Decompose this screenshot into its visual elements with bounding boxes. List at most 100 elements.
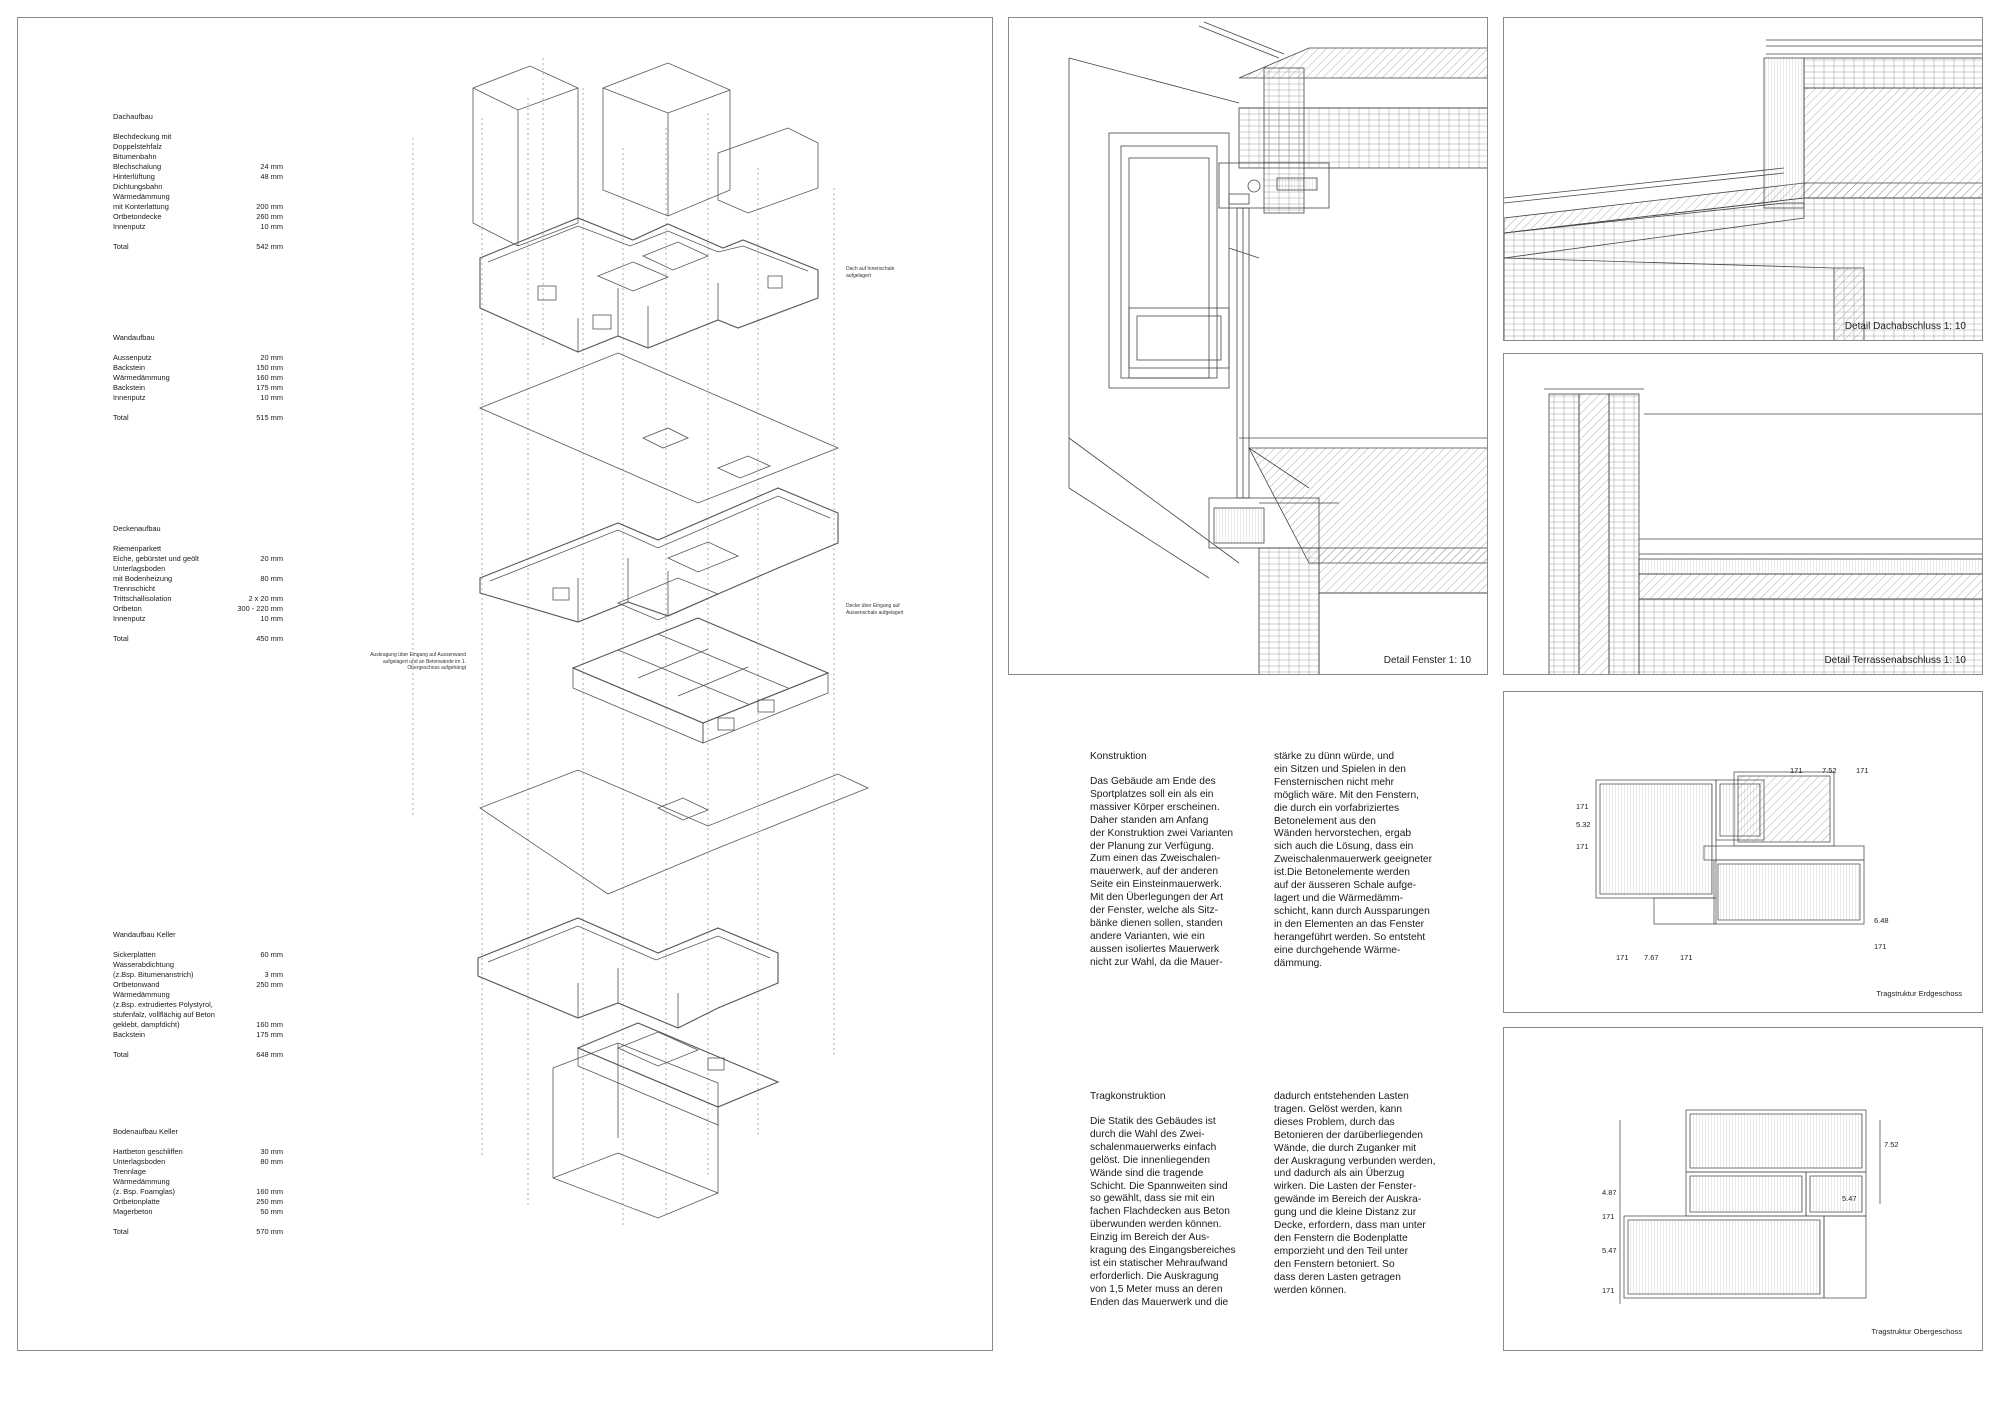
layer-row-label: (z. Bsp. Foamglas) bbox=[113, 1187, 176, 1196]
text-line: Enden das Mauerwerk und die bbox=[1090, 1296, 1229, 1308]
layer-row-label: Trennlage bbox=[113, 1167, 147, 1176]
layer-row-label: Dichtungsbahn bbox=[113, 182, 163, 191]
dim-label: 7.52 bbox=[1822, 766, 1837, 775]
tragkonstruktion-title: Tragkonstruktion bbox=[1090, 1091, 1166, 1102]
text-line: sich auch die Lösung, dass ein bbox=[1274, 841, 1414, 853]
exploded-axonometric-drawing bbox=[412, 58, 870, 1228]
dim-label: 5.47 bbox=[1842, 1194, 1857, 1203]
text-line: Daher standen am Anfang bbox=[1090, 814, 1209, 826]
layer-row: Bitumenbahn bbox=[113, 152, 283, 162]
layer-row: Unterlagsboden bbox=[113, 564, 283, 574]
layer-row: Dichtungsbahn bbox=[113, 182, 283, 192]
text-line: von 1,5 Meter muss an deren bbox=[1090, 1283, 1223, 1295]
text-line: gewände im Bereich der Auskra- bbox=[1274, 1194, 1422, 1206]
layer-row-label: Wärmedämmung bbox=[113, 373, 170, 382]
text-line: Betonelement aus den bbox=[1274, 815, 1376, 827]
layer-row-value: 2 x 20 mm bbox=[248, 594, 284, 603]
text-line: so gewählt, dass sie mit ein bbox=[1090, 1193, 1215, 1205]
layer-row-label: Ortbetondecke bbox=[113, 212, 162, 221]
dim-label: 5.47 bbox=[1602, 1246, 1617, 1255]
layer-row-value: 3 mm bbox=[264, 970, 283, 979]
text-line: wirken. Die Lasten der Fenster- bbox=[1274, 1181, 1417, 1193]
text-line: bänke dienen sollen, standen bbox=[1090, 917, 1223, 929]
text-line: fachen Flachdecken aus Beton bbox=[1090, 1206, 1230, 1218]
plan-og-drawing bbox=[1619, 1109, 1881, 1304]
layer-row-value: 10 mm bbox=[260, 614, 283, 623]
text-line: und dadurch als ain Überzug bbox=[1274, 1168, 1405, 1180]
text-line: andere Varianten, wie ein bbox=[1090, 930, 1205, 942]
layer-row-value: 50 mm bbox=[260, 1207, 283, 1216]
text-line: gung und die kleine Distanz zur bbox=[1274, 1207, 1417, 1219]
layer-row: Wärmedämmung 160 mm bbox=[113, 373, 283, 383]
layer-row-value: 160 mm bbox=[256, 373, 283, 382]
layer-row-value: 260 mm bbox=[256, 212, 283, 221]
layer-row-label: Doppelstehfalz bbox=[113, 142, 162, 151]
detail-terrasse-caption: Detail Terrassenabschluss 1: 10 bbox=[1824, 655, 1966, 666]
text-line: der Konstruktion zwei Varianten bbox=[1090, 827, 1234, 839]
text-line: Einzig im Bereich der Aus- bbox=[1090, 1232, 1210, 1244]
axo-note-auskragung: Auskragung über Eingang auf Aussenwand a… bbox=[370, 652, 466, 671]
text-line: tragen. Gelöst werden, kann bbox=[1274, 1103, 1402, 1115]
layer-row: (z.Bsp. extrudiertes Polystyrol, bbox=[113, 1000, 283, 1010]
layer-row-label: mit Bodenheizung bbox=[113, 574, 173, 583]
text-line: der Fenster, welche als Sitz- bbox=[1090, 905, 1218, 917]
detail-terrasse-drawing bbox=[1544, 388, 1982, 674]
text-line: emporzieht und den Teil unter bbox=[1274, 1245, 1409, 1257]
layer-row-value: 80 mm bbox=[260, 1157, 283, 1166]
layer-row-label: Sickerplatten bbox=[113, 950, 156, 959]
detail-dach-panel: Detail Dachabschluss 1: 10 bbox=[1503, 17, 1983, 341]
text-line: in den Elementen an das Fenster bbox=[1274, 918, 1425, 930]
dim-label: 5.32 bbox=[1576, 820, 1591, 829]
text-line: mauerwerk, auf der anderen bbox=[1090, 866, 1218, 878]
layer-row: Doppelstehfalz bbox=[113, 142, 283, 152]
text-line: dämmung. bbox=[1274, 957, 1323, 969]
layer-row-label: Eiche, gebürstet und geölt bbox=[113, 554, 199, 563]
layer-row: Wärmedämmung bbox=[113, 990, 283, 1000]
layer-title: Wandaufbau bbox=[113, 333, 155, 342]
text-line: schalenmauerwerks einfach bbox=[1090, 1141, 1217, 1153]
layer-row-label: Innenputz bbox=[113, 393, 146, 402]
layer-row-value: 10 mm bbox=[260, 222, 283, 231]
text-line: Schicht. Die Spannweiten sind bbox=[1090, 1180, 1228, 1192]
text-line: dieses Problem, durch das bbox=[1274, 1116, 1395, 1128]
text-line: ein Sitzen und Spielen in den bbox=[1274, 763, 1406, 775]
text-line: Betonieren der darüberliegenden bbox=[1274, 1129, 1423, 1141]
layer-row-value: 300 - 220 mm bbox=[237, 604, 283, 613]
layer-row-label: Blechdeckung mit bbox=[113, 132, 172, 141]
layer-row: Trennlage bbox=[113, 1167, 283, 1177]
layer-row: Wasserabdichtung bbox=[113, 960, 283, 970]
layer-row-value: 20 mm bbox=[260, 554, 283, 563]
layer-title: Bodenaufbau Keller bbox=[113, 1127, 178, 1136]
text-line: Seite ein Einsteinmauerwerk. bbox=[1090, 879, 1222, 891]
layer-row-value: 250 mm bbox=[256, 1197, 283, 1206]
layer-row-value: 175 mm bbox=[256, 383, 283, 392]
text-line: den Fenstern betoniert. So bbox=[1274, 1258, 1395, 1270]
text-line: Wände sind die tragende bbox=[1090, 1167, 1204, 1179]
layer-row-label: Innenputz bbox=[113, 614, 146, 623]
dim-label: 6.48 bbox=[1874, 916, 1889, 925]
text-line: auf der äusseren Schale aufge- bbox=[1274, 880, 1417, 892]
layer-row: stufenfalz, vollflächig auf Beton bbox=[113, 1010, 283, 1020]
text-line: überwunden werden können. bbox=[1090, 1219, 1222, 1231]
text-line: Mit den Überlegungen der Art bbox=[1090, 892, 1224, 904]
layer-row-value: 160 mm bbox=[256, 1187, 283, 1196]
text-line: dadurch entstehenden Lasten bbox=[1274, 1091, 1409, 1102]
layer-row-label: Hartbeton geschliffen bbox=[113, 1147, 183, 1156]
detail-dach-drawing bbox=[1504, 39, 1982, 340]
detail-terrasse-panel: Detail Terrassenabschluss 1: 10 bbox=[1503, 353, 1983, 675]
text-line: Decke, erfordern, dass man unter bbox=[1274, 1220, 1426, 1232]
layer-row: (z. Bsp. Foamglas) 160 mm bbox=[113, 1187, 283, 1197]
text-line: massiver Körper erscheinen. bbox=[1090, 801, 1220, 813]
